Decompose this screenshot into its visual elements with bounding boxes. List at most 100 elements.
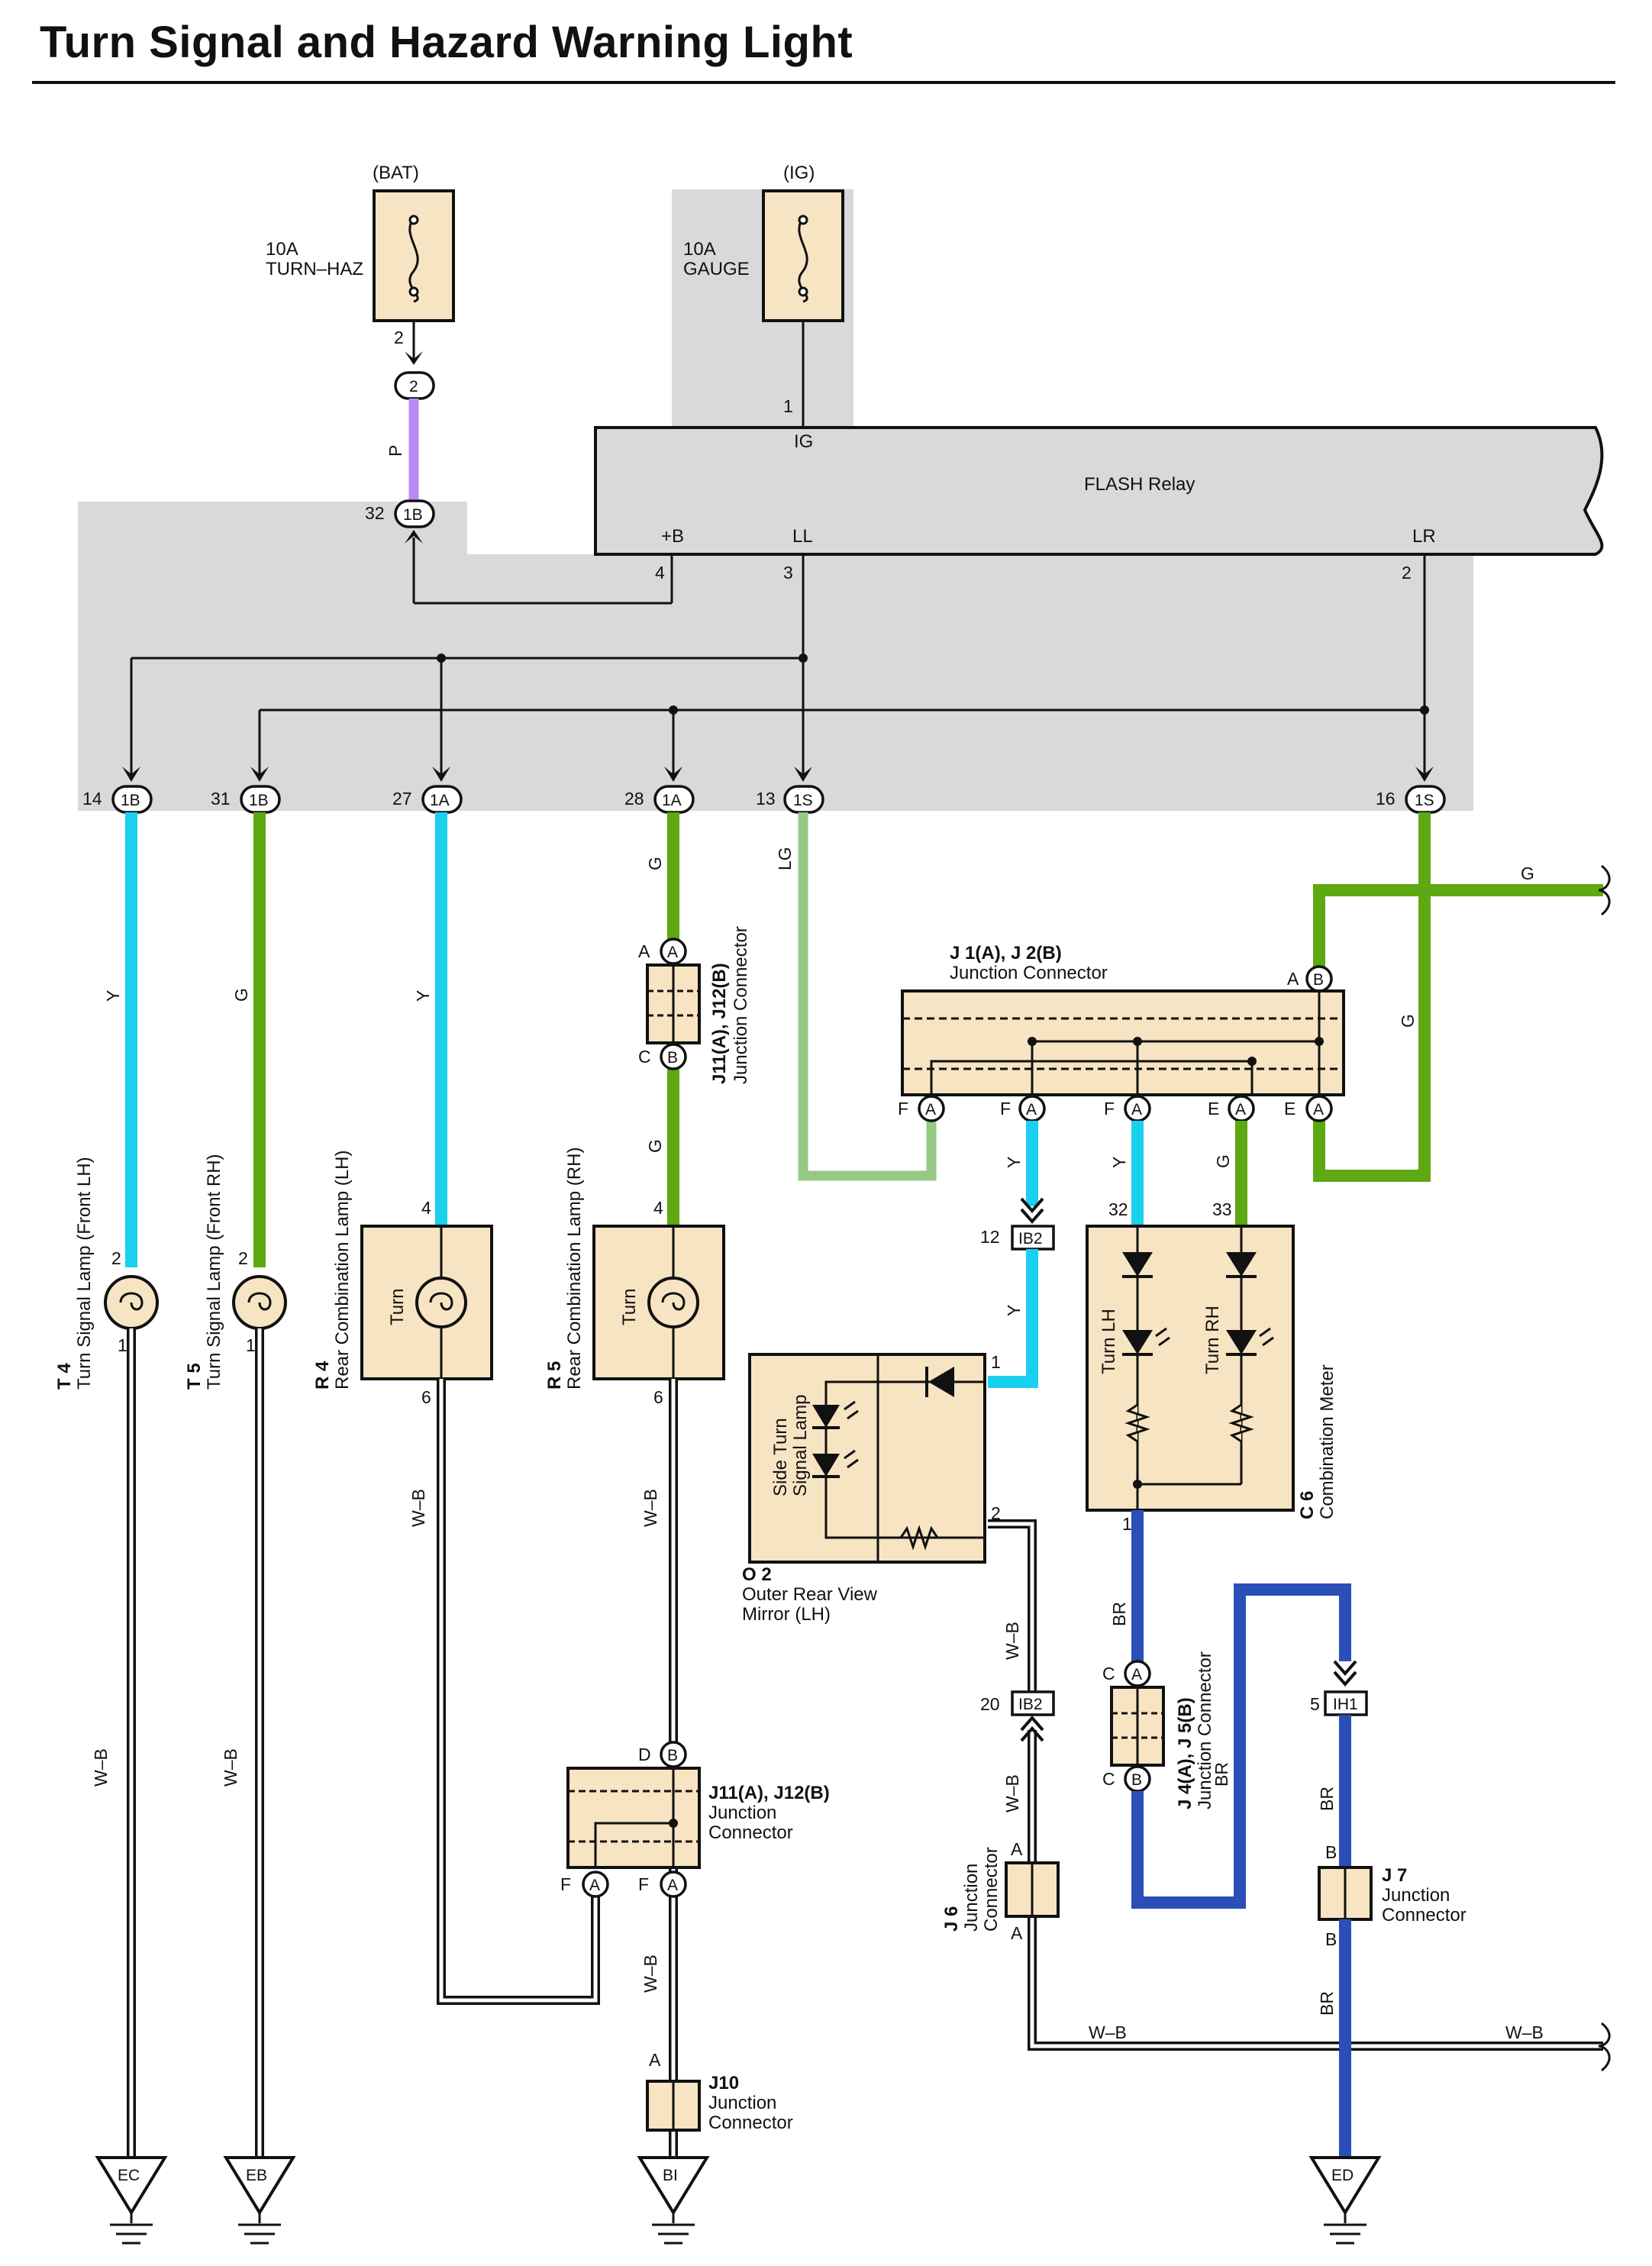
svg-text:A: A bbox=[1131, 1666, 1142, 1683]
ground-icon bbox=[637, 2156, 710, 2216]
svg-text:Connector: Connector bbox=[981, 1847, 1002, 1932]
lamp-r5: 4 Turn 6 R 5 Rear Combination Lamp (RH) bbox=[544, 1148, 725, 1407]
svg-text:Junction: Junction bbox=[708, 1803, 776, 1823]
ground-icon bbox=[1308, 2156, 1382, 2216]
j1-j2-box bbox=[901, 989, 1345, 1096]
svg-text:B: B bbox=[1131, 1771, 1142, 1789]
svg-text:1: 1 bbox=[118, 1335, 127, 1355]
svg-text:1A: 1A bbox=[662, 792, 682, 809]
wire-br-loop bbox=[1131, 1583, 1351, 1909]
svg-text:6: 6 bbox=[653, 1387, 663, 1407]
svg-text:BR: BR bbox=[1317, 1787, 1337, 1811]
ground-wires bbox=[127, 1328, 1603, 2156]
svg-text:Connector: Connector bbox=[1382, 1905, 1466, 1925]
svg-text:1B: 1B bbox=[403, 506, 423, 524]
fuse-rating: 10A bbox=[683, 239, 716, 260]
svg-text:Junction: Junction bbox=[1382, 1885, 1450, 1906]
svg-text:IB2: IB2 bbox=[1018, 1230, 1043, 1248]
junction-j4-j5: C A C B J 4(A), J 5(B) Junction Connecto… bbox=[1102, 1651, 1215, 1809]
fuse-turn-haz: (BAT) 10A TURN–HAZ bbox=[266, 163, 455, 322]
relay-pin-ig: 1 bbox=[783, 396, 793, 416]
svg-text:A: A bbox=[589, 1877, 600, 1894]
junction-j1-j2: J 1(A), J 2(B) Junction Connector A B F … bbox=[898, 943, 1345, 1122]
svg-text:G: G bbox=[1213, 1154, 1233, 1168]
svg-text:13: 13 bbox=[756, 789, 776, 809]
double-arrow-icon bbox=[1020, 1715, 1044, 1742]
svg-text:A: A bbox=[1287, 969, 1299, 989]
svg-text:R 5: R 5 bbox=[544, 1361, 565, 1390]
svg-text:Connector: Connector bbox=[708, 1822, 793, 1843]
svg-text:Turn LH: Turn LH bbox=[1099, 1309, 1119, 1374]
ground-icon bbox=[223, 2156, 296, 2216]
svg-text:32: 32 bbox=[365, 503, 385, 523]
svg-text:EB: EB bbox=[246, 2167, 267, 2184]
svg-text:A: A bbox=[1235, 1101, 1246, 1118]
bus-lines bbox=[130, 554, 1429, 779]
svg-text:1A: 1A bbox=[430, 792, 450, 809]
svg-text:1: 1 bbox=[1122, 1514, 1132, 1534]
combination-meter-c6: 32 33 Turn LH Turn RH 1 C 6 Combination … bbox=[1086, 1199, 1337, 1534]
ground-icon bbox=[95, 2156, 168, 2216]
lamp-t4: 2 1 T 4 Turn Signal Lamp (Front LH) bbox=[54, 1157, 159, 1390]
svg-text:Turn: Turn bbox=[387, 1289, 408, 1325]
svg-text:BR: BR bbox=[1317, 1991, 1337, 2016]
filament-icon bbox=[119, 1292, 144, 1311]
svg-text:Turn: Turn bbox=[619, 1289, 640, 1325]
svg-text:E: E bbox=[1208, 1099, 1219, 1118]
svg-text:J 4(A), J 5(B): J 4(A), J 5(B) bbox=[1175, 1697, 1195, 1809]
svg-text:2: 2 bbox=[111, 1248, 121, 1268]
svg-text:C: C bbox=[638, 1047, 651, 1067]
svg-text:W–B: W–B bbox=[640, 1489, 660, 1527]
svg-text:G: G bbox=[1521, 863, 1534, 883]
fuse-symbol-icon bbox=[408, 217, 419, 303]
svg-text:J11(A), J12(B): J11(A), J12(B) bbox=[709, 963, 730, 1084]
wire-label-p: P bbox=[386, 445, 405, 457]
svg-text:Rear Combination Lamp (LH): Rear Combination Lamp (LH) bbox=[332, 1151, 353, 1390]
svg-text:A: A bbox=[649, 2050, 661, 2070]
flash-relay: IG FLASH Relay +B LL LR bbox=[594, 426, 1604, 556]
svg-text:B: B bbox=[1313, 971, 1324, 989]
svg-text:G: G bbox=[645, 857, 665, 870]
svg-text:J11(A), J12(B): J11(A), J12(B) bbox=[708, 1783, 830, 1803]
svg-text:6: 6 bbox=[421, 1387, 431, 1407]
svg-text:2: 2 bbox=[991, 1503, 1001, 1523]
svg-text:Junction: Junction bbox=[961, 1864, 982, 1932]
fuse-name: GAUGE bbox=[683, 259, 750, 279]
svg-text:F: F bbox=[560, 1874, 571, 1894]
svg-text:Y: Y bbox=[413, 990, 433, 1002]
filament-icon bbox=[247, 1292, 272, 1311]
svg-text:W–B: W–B bbox=[1002, 1622, 1022, 1660]
junction-j6: A A J 6 Junction Connector bbox=[941, 1839, 1060, 1943]
svg-text:A: A bbox=[1313, 1101, 1324, 1118]
svg-text:31: 31 bbox=[211, 789, 231, 809]
svg-text:F: F bbox=[1000, 1099, 1011, 1118]
svg-text:C: C bbox=[1102, 1769, 1115, 1789]
svg-text:BR: BR bbox=[1212, 1762, 1231, 1787]
svg-text:Junction Connector: Junction Connector bbox=[1195, 1651, 1215, 1809]
svg-text:J 6: J 6 bbox=[941, 1906, 962, 1932]
junction-j11-j12-bottom: D B F A F A J11(A), J12(B) Junction Conn… bbox=[560, 1741, 830, 1898]
svg-text:Side Turn: Side Turn bbox=[770, 1418, 791, 1496]
svg-text:J 7: J 7 bbox=[1382, 1865, 1407, 1886]
title-underline bbox=[32, 81, 1615, 84]
svg-text:IH1: IH1 bbox=[1333, 1696, 1358, 1713]
svg-text:+B: +B bbox=[661, 526, 684, 547]
svg-text:O 2: O 2 bbox=[742, 1564, 772, 1585]
svg-text:A: A bbox=[667, 944, 678, 961]
wire-lg bbox=[798, 812, 937, 1181]
svg-text:R 4: R 4 bbox=[312, 1361, 333, 1390]
svg-text:IB2: IB2 bbox=[1018, 1696, 1043, 1713]
svg-text:T 5: T 5 bbox=[184, 1363, 205, 1390]
svg-text:C: C bbox=[1102, 1664, 1115, 1683]
svg-text:A: A bbox=[1011, 1839, 1023, 1859]
svg-text:3: 3 bbox=[783, 563, 793, 583]
junction-j11-j12-top: A A C B J11(A), J12(B) Junction Connecto… bbox=[638, 926, 751, 1084]
svg-text:IG: IG bbox=[794, 431, 813, 452]
fuse-gauge: (IG) 10A GAUGE bbox=[683, 163, 844, 322]
svg-text:C 6: C 6 bbox=[1297, 1491, 1318, 1519]
svg-text:Turn Signal Lamp (Front LH): Turn Signal Lamp (Front LH) bbox=[74, 1157, 95, 1390]
svg-text:LR: LR bbox=[1412, 526, 1436, 547]
svg-text:E: E bbox=[1284, 1099, 1295, 1118]
svg-text:LL: LL bbox=[792, 526, 813, 547]
arrow-up-icon bbox=[405, 530, 423, 544]
